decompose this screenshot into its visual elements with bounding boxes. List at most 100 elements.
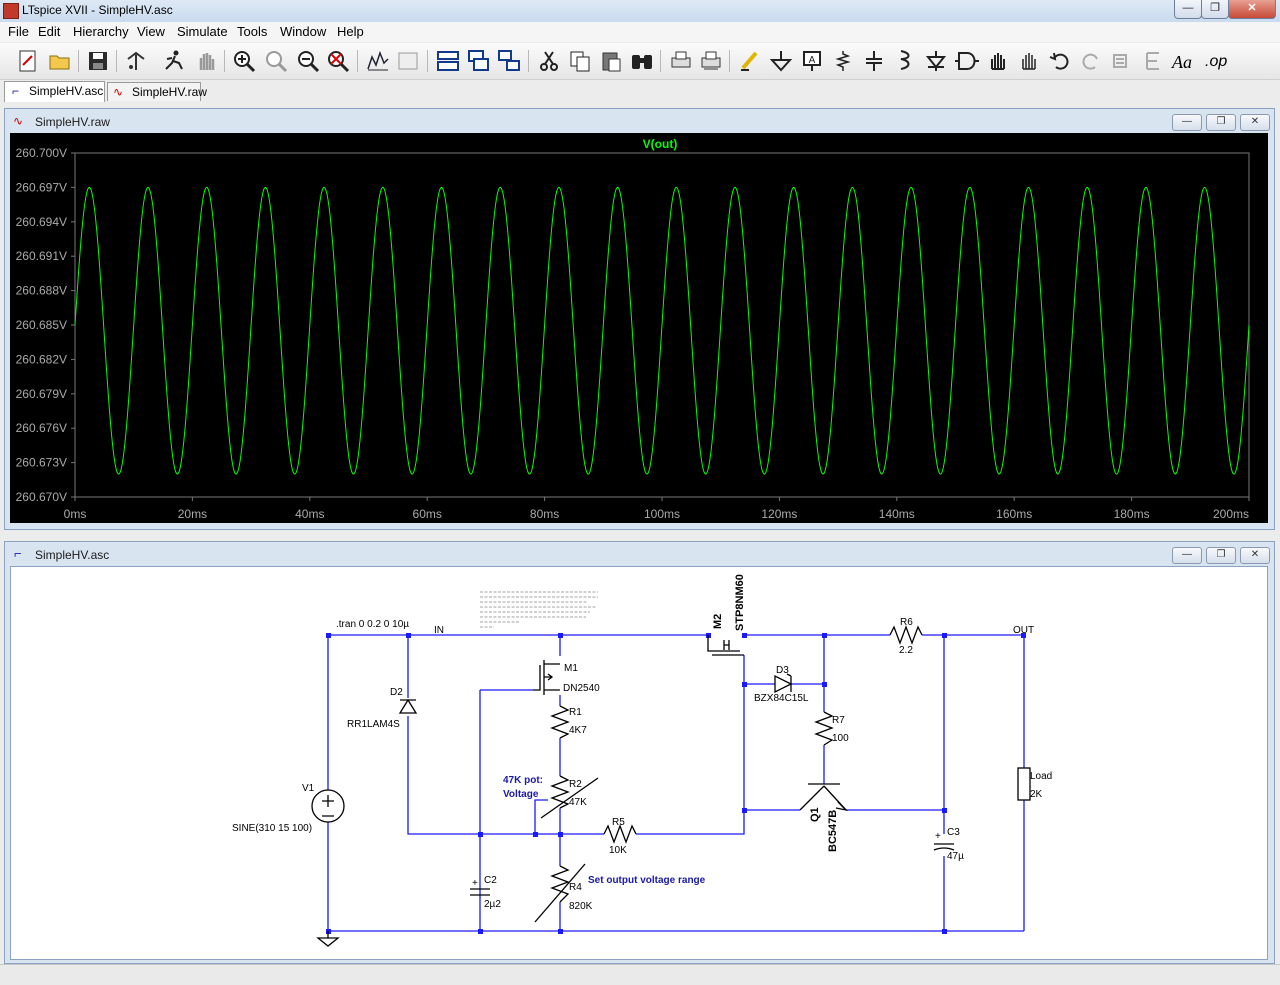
- tile-horizontal-icon[interactable]: [436, 49, 460, 73]
- menu-tools[interactable]: Tools: [237, 24, 268, 39]
- v1-source[interactable]: [311, 789, 345, 823]
- resistor-icon[interactable]: [831, 49, 855, 73]
- r2-potentiometer[interactable]: [540, 775, 599, 819]
- rotate-icon[interactable]: [1110, 49, 1134, 73]
- close-button[interactable]: ✕: [1228, 0, 1276, 19]
- r2-value[interactable]: 47K: [569, 797, 587, 808]
- r5-label[interactable]: R5: [612, 817, 625, 828]
- restore-button[interactable]: ❐: [1201, 0, 1229, 19]
- m2-mosfet[interactable]: [707, 635, 744, 656]
- ground-icon[interactable]: [769, 49, 793, 73]
- d2-diode[interactable]: [398, 698, 418, 714]
- c2-capacitor[interactable]: [470, 888, 490, 896]
- schematic-canvas[interactable]: .tran 0 0.2 0 10µ IN OUT V1 SINE(310 15 …: [10, 566, 1268, 960]
- capacitor-icon[interactable]: [862, 49, 886, 73]
- ground-symbol[interactable]: [316, 931, 340, 947]
- trace-name-label[interactable]: V(out): [643, 137, 678, 151]
- m1-label[interactable]: M1: [564, 663, 578, 674]
- net-label-in[interactable]: IN: [434, 625, 444, 636]
- r6-value[interactable]: 2.2: [899, 645, 913, 656]
- d2-label[interactable]: D2: [390, 687, 403, 698]
- menu-help[interactable]: Help: [337, 24, 364, 39]
- diode-icon[interactable]: [924, 49, 948, 73]
- tran-directive[interactable]: .tran 0 0.2 0 10µ: [336, 619, 409, 630]
- m1-mosfet[interactable]: [533, 660, 560, 695]
- r7-label[interactable]: R7: [832, 715, 845, 726]
- r7-value[interactable]: 100: [832, 733, 849, 744]
- r5-value[interactable]: 10K: [609, 845, 627, 856]
- c2-label[interactable]: C2: [484, 875, 497, 886]
- find-icon[interactable]: [630, 49, 654, 73]
- r6-resistor[interactable]: [889, 625, 923, 645]
- c2-value[interactable]: 2µ2: [484, 899, 501, 910]
- text-icon[interactable]: Aa: [1172, 52, 1192, 72]
- waveform-minimize-button[interactable]: —: [1172, 114, 1202, 131]
- c3-value[interactable]: 47µ: [947, 851, 964, 862]
- plot-settings-icon[interactable]: [396, 49, 420, 73]
- print-icon[interactable]: [669, 49, 693, 73]
- tab-schematic[interactable]: ⌐ SimpleHV.asc: [4, 81, 105, 102]
- draw-wire-icon[interactable]: [738, 49, 762, 73]
- d3-zener[interactable]: [774, 673, 793, 694]
- menu-window[interactable]: Window: [280, 24, 327, 39]
- r2-note-line1[interactable]: 47K pot:: [503, 775, 543, 786]
- halt-icon[interactable]: [194, 49, 218, 73]
- zoom-in-icon[interactable]: [232, 49, 256, 73]
- menu-file[interactable]: File: [8, 24, 29, 39]
- d3-label[interactable]: D3: [776, 665, 789, 676]
- redo-icon[interactable]: [1079, 49, 1103, 73]
- load-value[interactable]: 2K: [1030, 789, 1043, 800]
- label-net-icon[interactable]: A: [800, 49, 824, 73]
- q1-transistor[interactable]: [799, 783, 848, 812]
- menu-simulate[interactable]: Simulate: [177, 24, 228, 39]
- tab-waveform[interactable]: ∿ SimpleHV.raw: [107, 82, 207, 101]
- copy-icon[interactable]: [568, 49, 592, 73]
- q1-label[interactable]: Q1: [809, 807, 821, 822]
- inductor-icon[interactable]: [893, 49, 917, 73]
- menu-hierarchy[interactable]: Hierarchy: [73, 24, 129, 39]
- v1-label[interactable]: V1: [302, 783, 315, 794]
- drag-icon[interactable]: [1017, 49, 1041, 73]
- mirror-icon[interactable]: [1141, 49, 1165, 73]
- r2-note-line2[interactable]: Voltage: [503, 789, 539, 800]
- vout-trace[interactable]: [74, 186, 1250, 475]
- waveform-restore-button[interactable]: ❐: [1206, 114, 1236, 131]
- save-icon[interactable]: [86, 49, 110, 73]
- schematic-minimize-button[interactable]: —: [1172, 547, 1202, 564]
- move-icon[interactable]: [986, 49, 1010, 73]
- r2-label[interactable]: R2: [569, 779, 582, 790]
- c3-capacitor[interactable]: [933, 843, 955, 851]
- r1-value[interactable]: 4K7: [569, 725, 587, 736]
- r4-potentiometer[interactable]: [534, 863, 586, 923]
- m2-value[interactable]: STP8NM60: [734, 574, 746, 631]
- print-setup-icon[interactable]: [699, 49, 723, 73]
- c3-label[interactable]: C3: [947, 827, 960, 838]
- minimize-button[interactable]: —: [1174, 0, 1202, 19]
- d3-value[interactable]: BZX84C15L: [754, 693, 809, 704]
- load-resistor[interactable]: [1017, 767, 1031, 801]
- menu-view[interactable]: View: [137, 24, 165, 39]
- zoom-fit-icon[interactable]: [326, 49, 350, 73]
- r6-label[interactable]: R6: [900, 617, 913, 628]
- open-icon[interactable]: [48, 49, 72, 73]
- m2-label[interactable]: M2: [712, 614, 724, 629]
- m1-value[interactable]: DN2540: [563, 683, 600, 694]
- r4-label[interactable]: R4: [569, 882, 582, 893]
- r7-resistor[interactable]: [814, 711, 834, 746]
- zoom-pan-icon[interactable]: [264, 49, 288, 73]
- new-schematic-icon[interactable]: [16, 49, 40, 73]
- q1-value[interactable]: BC547B: [827, 810, 839, 852]
- cut-icon[interactable]: [537, 49, 561, 73]
- r1-resistor[interactable]: [550, 705, 570, 739]
- v1-value[interactable]: SINE(310 15 100): [232, 823, 312, 834]
- zoom-out-icon[interactable]: [296, 49, 320, 73]
- load-label[interactable]: Load: [1030, 771, 1052, 782]
- undo-icon[interactable]: [1048, 49, 1072, 73]
- control-panel-icon[interactable]: [124, 49, 148, 73]
- spice-directive-icon[interactable]: .op: [1205, 53, 1228, 70]
- net-label-out[interactable]: OUT: [1013, 625, 1034, 636]
- run-icon[interactable]: [162, 49, 186, 73]
- paste-icon[interactable]: [599, 49, 623, 73]
- autorange-icon[interactable]: [366, 49, 390, 73]
